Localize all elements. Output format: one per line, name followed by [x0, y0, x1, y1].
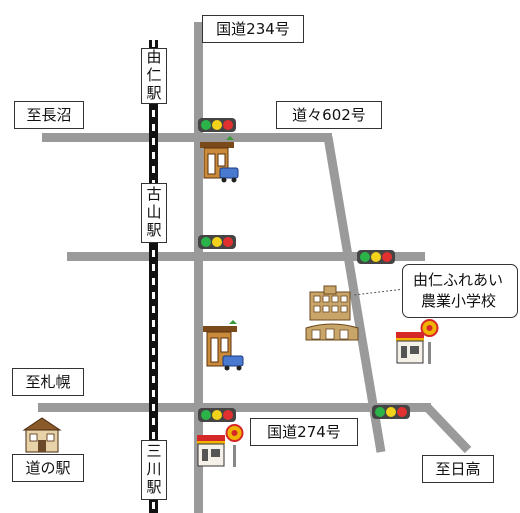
station-yuni-label: 由仁駅	[141, 48, 167, 104]
school-pointer-line	[353, 288, 405, 296]
station-mikawa-label: 三川駅	[141, 440, 167, 500]
michi-no-eki-label: 道の駅	[12, 454, 84, 482]
to-hidaka-label: 至日高	[422, 455, 494, 483]
school-name-line2: 農業小学校	[421, 292, 497, 310]
gas-station-icon	[200, 136, 239, 183]
traffic-light-icon	[198, 118, 236, 132]
road-to-hidaka	[423, 403, 472, 454]
traffic-light-icon	[198, 235, 236, 249]
route-602-label: 道々602号	[276, 101, 382, 129]
route-274-label: 国道274号	[250, 418, 358, 446]
school-label: 由仁ふれあい 農業小学校	[402, 264, 518, 318]
station-furusan-label: 古山駅	[141, 183, 167, 243]
route-234-label: 国道234号	[202, 15, 304, 43]
convenience-store-icon	[396, 319, 439, 364]
traffic-light-icon	[357, 250, 395, 264]
traffic-light-icon	[198, 408, 236, 422]
road-route-234	[194, 22, 203, 513]
roadside-station-icon	[22, 417, 62, 453]
railway-line	[149, 40, 158, 513]
road-route-274	[38, 403, 431, 412]
to-naganuma-label: 至長沼	[14, 101, 84, 129]
road-to-naganuma	[42, 133, 332, 142]
road-middle-east-west	[67, 252, 425, 261]
school-name-line1: 由仁ふれあい	[413, 271, 504, 289]
traffic-light-icon	[372, 405, 410, 419]
to-sapporo-label: 至札幌	[12, 368, 84, 396]
school-building-icon	[305, 285, 359, 341]
convenience-store-icon	[197, 424, 244, 467]
gas-station-icon	[203, 320, 244, 371]
